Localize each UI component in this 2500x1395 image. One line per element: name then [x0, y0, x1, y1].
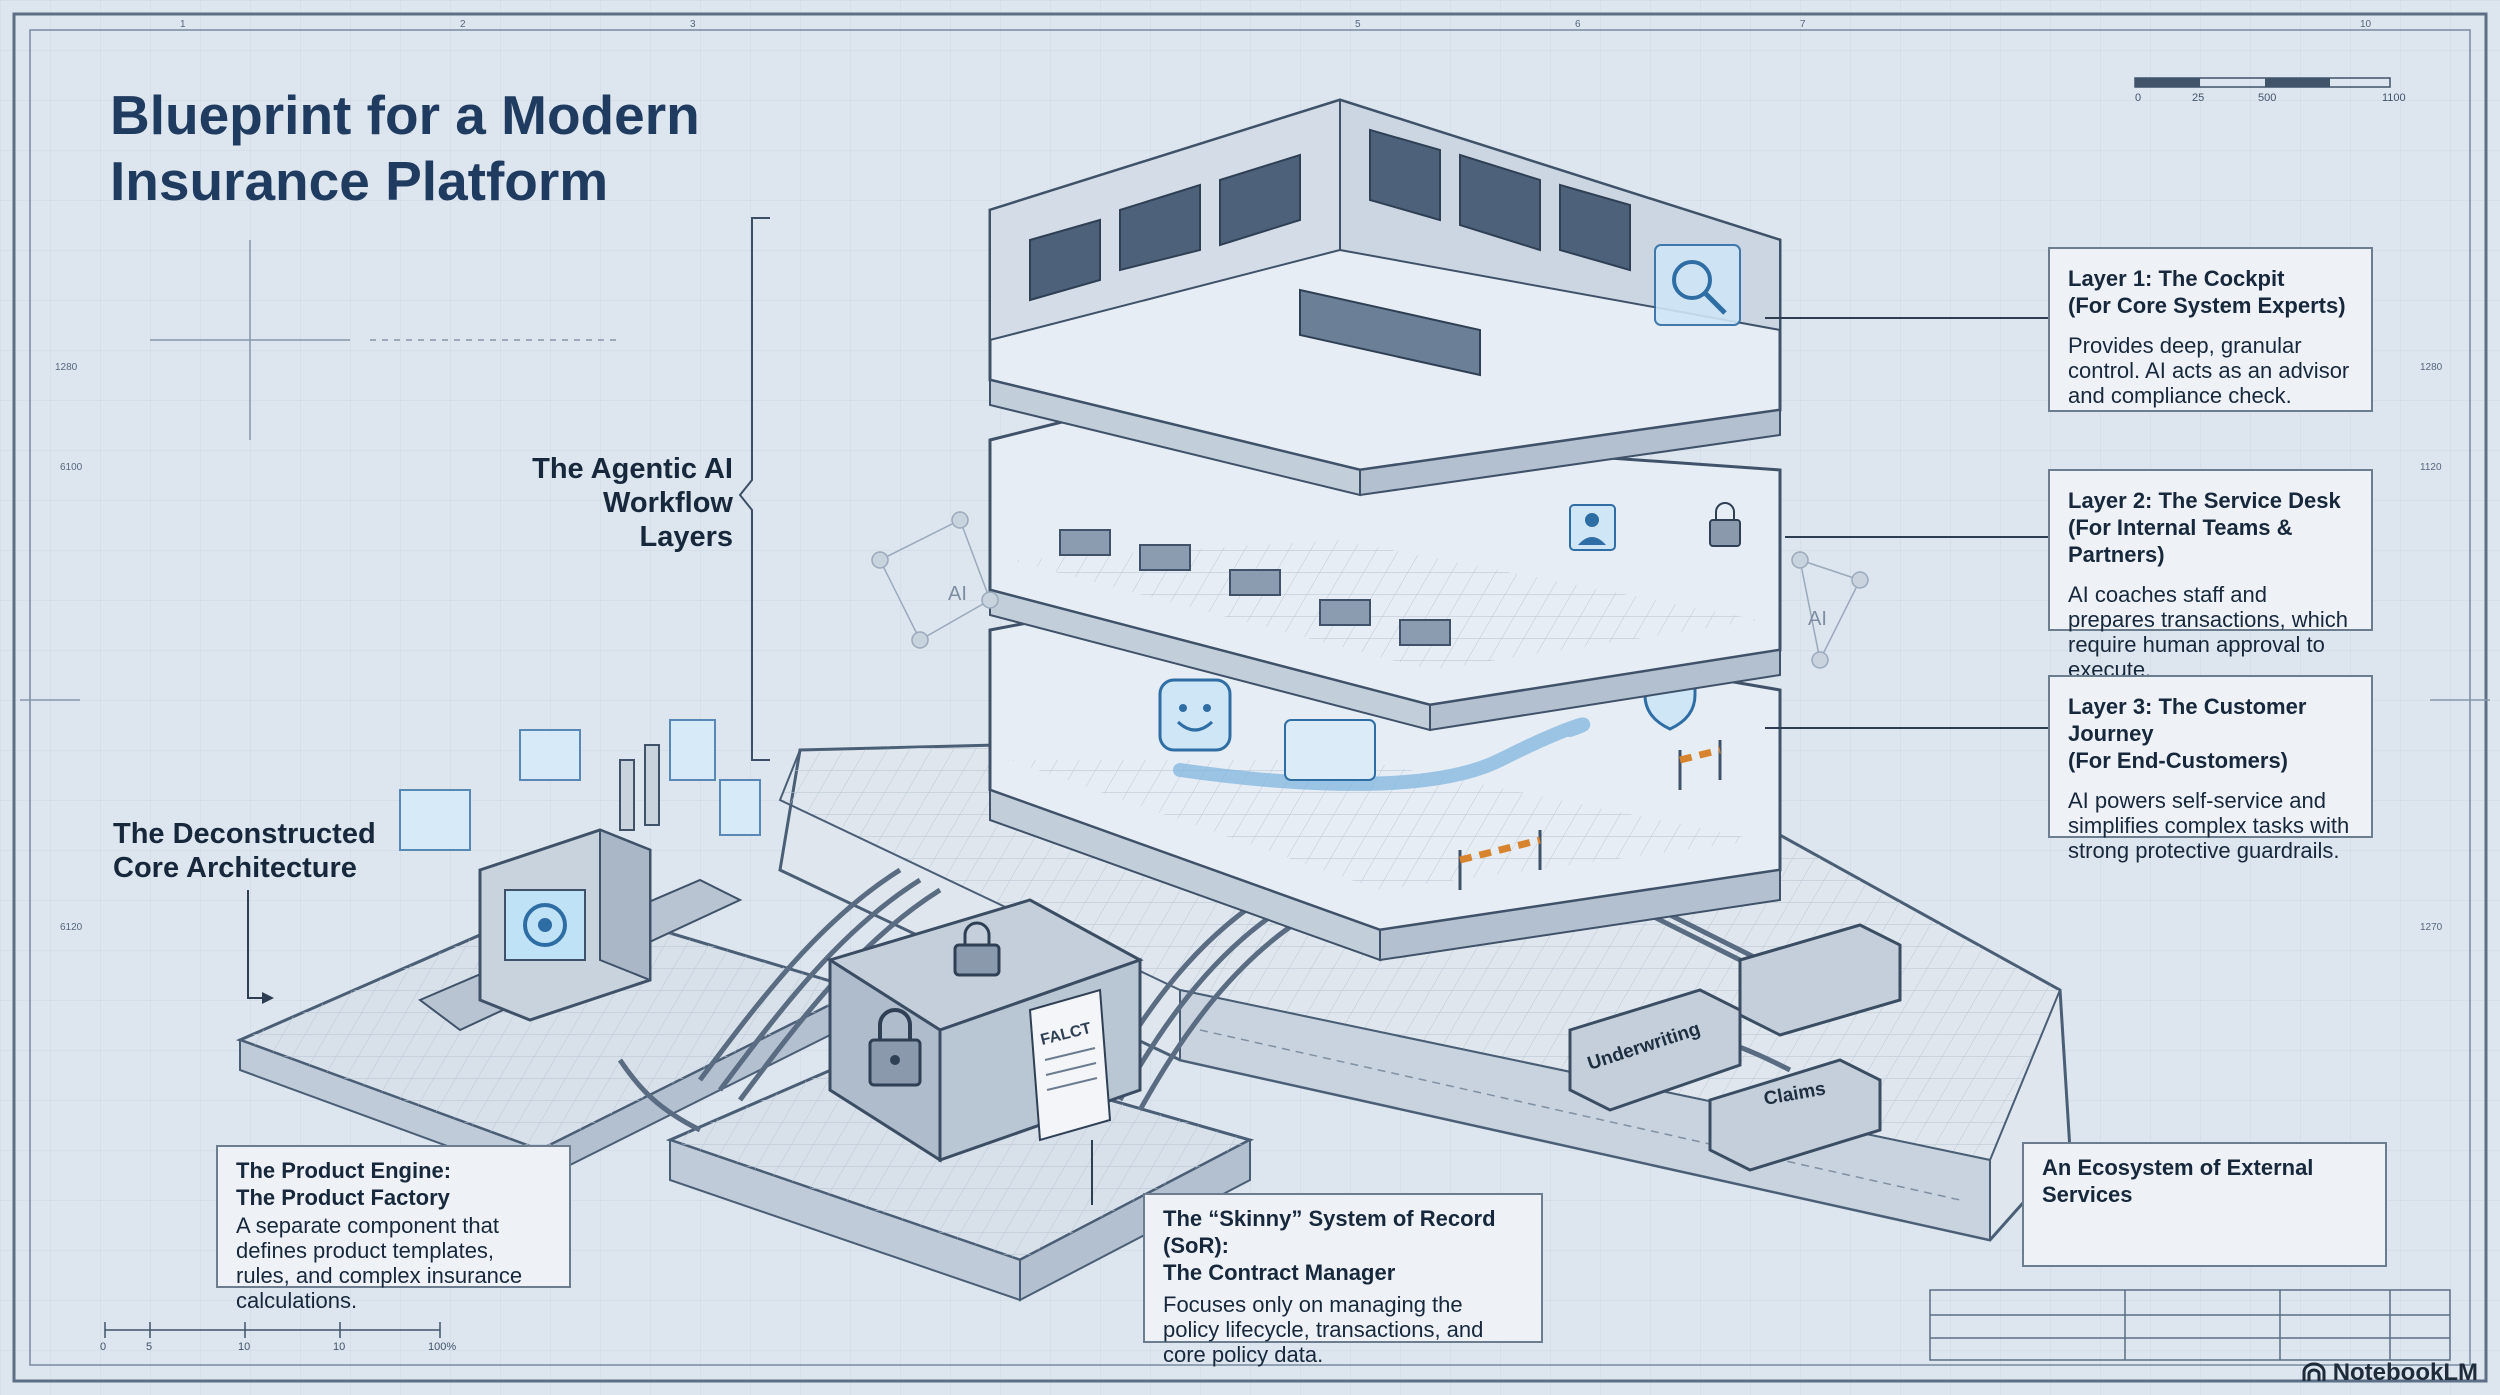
- ruler-top-6: 10: [2360, 19, 2372, 30]
- product-engine-subtitle: The Product Factory: [236, 1184, 551, 1211]
- product-engine-description: A separate component that defines produc…: [236, 1213, 551, 1313]
- layer-3-description: AI powers self-service and simplifies co…: [2068, 788, 2353, 863]
- layer-2-description: AI coaches staff and prepares transactio…: [2068, 582, 2353, 682]
- ruler-left-0: 1280: [55, 362, 78, 373]
- layer-2-callout: Layer 2: The Service Desk (For Internal …: [2048, 469, 2373, 631]
- sor-subtitle: The Contract Manager: [1163, 1259, 1523, 1286]
- ruler-right-1: 1120: [2420, 462, 2442, 473]
- workflow-label-line-2: Workflow Layers: [518, 486, 733, 554]
- chat-icon: [1285, 720, 1375, 780]
- ruler-left-1: 6100: [60, 462, 83, 473]
- ruler-top-4: 6: [1575, 19, 1581, 30]
- layer-3-callout: Layer 3: The Customer Journey (For End-C…: [2048, 675, 2373, 838]
- core-label-line-1: The Deconstructed: [113, 817, 376, 851]
- layer-1-description: Provides deep, granular control. AI acts…: [2068, 333, 2353, 408]
- layer-1-title: Layer 1: The Cockpit: [2068, 265, 2353, 292]
- ruler-top-1: 2: [460, 19, 466, 30]
- scale-bottom-1: 5: [146, 1341, 152, 1353]
- notebooklm-logo-icon: [2301, 1362, 2327, 1384]
- notebooklm-logo: NotebookLM: [2301, 1359, 2478, 1387]
- scale-top-2: 500: [2258, 92, 2276, 104]
- sor-callout: The “Skinny” System of Record (SoR): The…: [1143, 1193, 1543, 1343]
- ecosystem-title: An Ecosystem of External Services: [2042, 1154, 2367, 1208]
- scale-bottom-3: 10: [333, 1341, 345, 1353]
- product-engine-title: The Product Engine:: [236, 1157, 551, 1184]
- ecosystem-callout: An Ecosystem of External Services: [2022, 1142, 2387, 1267]
- workflow-label-line-1: The Agentic AI: [518, 452, 733, 486]
- document-icon: FALCT: [1030, 990, 1110, 1140]
- product-engine-callout: The Product Engine: The Product Factory …: [216, 1145, 571, 1288]
- core-architecture-label: The Deconstructed Core Architecture: [113, 817, 376, 885]
- sor-description: Focuses only on managing the policy life…: [1163, 1292, 1523, 1367]
- ai-tag-right: AI: [1808, 608, 1827, 630]
- scale-bottom-4: 100%: [428, 1341, 456, 1353]
- layer-1-callout: Layer 1: The Cockpit (For Core System Ex…: [2048, 247, 2373, 412]
- layer-1-subtitle: (For Core System Experts): [2068, 292, 2353, 319]
- core-label-line-2: Core Architecture: [113, 851, 376, 885]
- smiley-icon: [1160, 680, 1230, 750]
- title-line-2: Insurance Platform: [110, 148, 700, 214]
- scale-bottom-2: 10: [238, 1341, 250, 1353]
- layer-2-title: Layer 2: The Service Desk: [2068, 487, 2353, 514]
- user-icon: [1570, 505, 1615, 550]
- layer-3-title: Layer 3: The Customer Journey: [2068, 693, 2353, 747]
- workflow-layers-label: The Agentic AI Workflow Layers: [518, 452, 733, 554]
- page-title: Blueprint for a Modern Insurance Platfor…: [110, 82, 700, 214]
- ruler-right-2: 1270: [2420, 922, 2443, 933]
- ruler-top-3: 5: [1355, 19, 1361, 30]
- scale-top-0: 0: [2135, 92, 2141, 104]
- layer-2-subtitle: (For Internal Teams & Partners): [2068, 514, 2353, 568]
- layer-3-subtitle: (For End-Customers): [2068, 747, 2353, 774]
- ruler-top-2: 3: [690, 19, 696, 30]
- notebooklm-logo-text: NotebookLM: [2333, 1359, 2478, 1387]
- ruler-right-0: 1280: [2420, 362, 2443, 373]
- title-line-1: Blueprint for a Modern: [110, 82, 700, 148]
- ai-tag-left: AI: [948, 583, 967, 605]
- scale-bottom-0: 0: [100, 1341, 106, 1353]
- ruler-top-0: 1: [180, 19, 186, 30]
- sor-title: The “Skinny” System of Record (SoR):: [1163, 1205, 1523, 1259]
- ruler-top-5: 7: [1800, 19, 1806, 30]
- scale-top-1: 25: [2192, 92, 2204, 104]
- magnifier-icon: [1655, 245, 1740, 325]
- ruler-left-2: 6120: [60, 922, 83, 933]
- scale-top-3: 1100: [2382, 92, 2406, 104]
